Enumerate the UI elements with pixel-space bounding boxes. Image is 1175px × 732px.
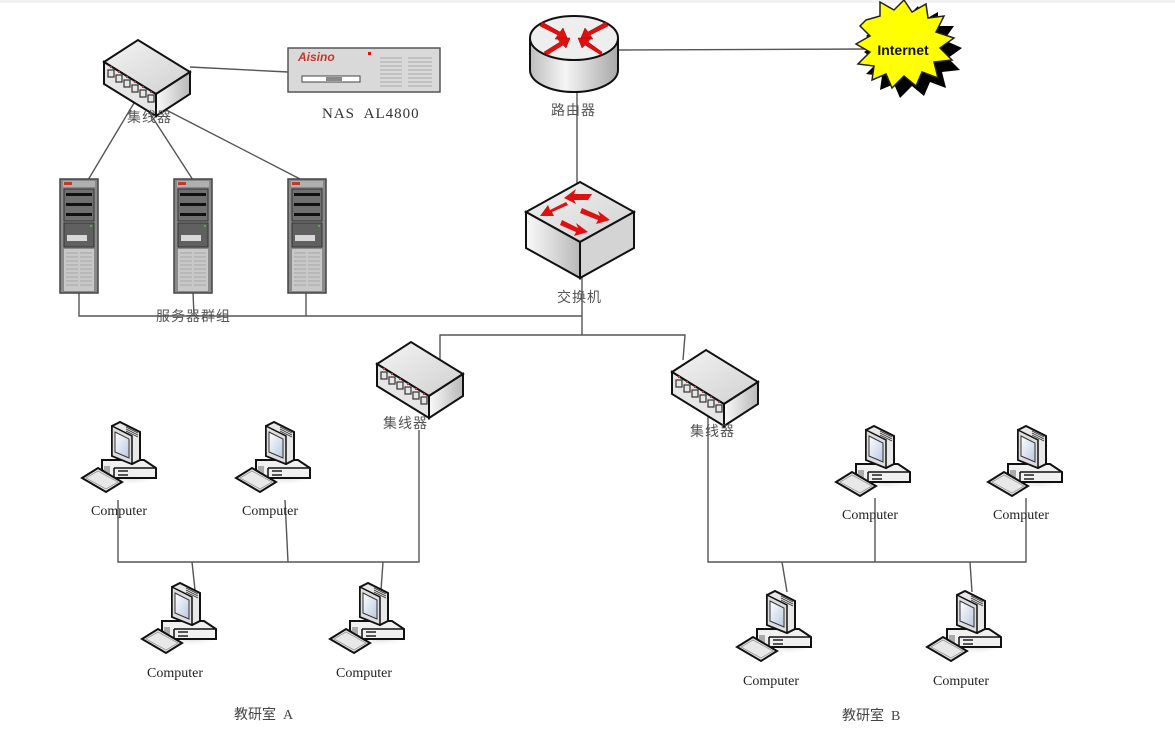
tower-server-icon[interactable] — [59, 178, 99, 294]
computer-label: Computer — [842, 508, 898, 523]
room-a-label: 教研室 A — [234, 708, 294, 723]
server-group-label: 服务器群组 — [156, 310, 231, 325]
server-hub-icon[interactable] — [103, 39, 193, 117]
computer-icon[interactable] — [81, 421, 163, 493]
router-label: 路由器 — [551, 104, 596, 119]
computer-icon[interactable] — [835, 425, 917, 497]
switch-icon[interactable] — [523, 180, 637, 280]
nas-storage-icon[interactable]: Aisino — [287, 47, 441, 93]
computer-icon[interactable] — [987, 425, 1069, 497]
hub-b-icon[interactable] — [671, 349, 761, 427]
computer-icon[interactable] — [141, 582, 223, 654]
hub-b-label: 集线器 — [690, 425, 735, 440]
link-hub-server1 — [87, 97, 138, 181]
link-router-internet — [617, 48, 871, 51]
hub-a-icon[interactable] — [376, 341, 466, 419]
computer-label: Computer — [147, 666, 203, 681]
computer-icon[interactable] — [926, 590, 1008, 662]
link-switch-hubs — [439, 334, 686, 368]
computer-label: Computer — [91, 504, 147, 519]
tower-server-icon[interactable] — [173, 178, 213, 294]
server-hub-label: 集线器 — [127, 111, 172, 126]
link-hubA-roomA — [117, 430, 420, 563]
computer-label: Computer — [743, 674, 799, 689]
computer-label: Computer — [336, 666, 392, 681]
computer-icon[interactable] — [736, 590, 818, 662]
link-hubB-roomB — [707, 415, 1027, 563]
link-hub-nas — [189, 66, 289, 73]
internet-label: Internet — [877, 42, 929, 58]
computer-icon[interactable] — [329, 582, 411, 654]
nas-label: NAS AL4800 — [322, 106, 420, 122]
tower-server-icon[interactable] — [287, 178, 327, 294]
computer-label: Computer — [993, 508, 1049, 523]
internet-burst-icon[interactable] — [854, 0, 962, 98]
nas-brand: Aisino — [297, 50, 335, 64]
link-hub-server3 — [142, 97, 303, 181]
room-b-label: 教研室 B — [842, 709, 901, 724]
link-servers-switch — [78, 292, 582, 317]
computer-label: Computer — [933, 674, 989, 689]
computer-label: Computer — [242, 504, 298, 519]
top-strip — [0, 0, 1175, 3]
computer-icon[interactable] — [235, 421, 317, 493]
hub-a-label: 集线器 — [383, 417, 428, 432]
router-icon[interactable] — [529, 15, 619, 93]
switch-label: 交换机 — [557, 291, 602, 306]
